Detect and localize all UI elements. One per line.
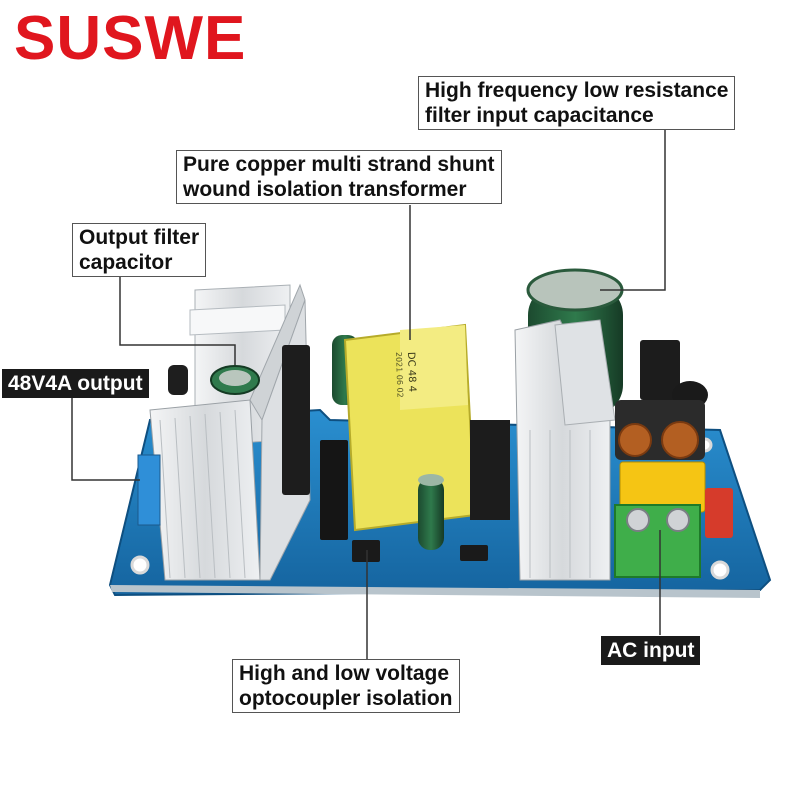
callout-ac-input: AC input bbox=[601, 636, 701, 665]
callout-line: Pure copper multi strand shunt bbox=[183, 153, 495, 176]
output-terminal bbox=[137, 454, 161, 526]
leader-input-cap bbox=[600, 130, 666, 291]
callout-output-capacitor: Output filter capacitor bbox=[72, 223, 207, 277]
callout-line: capacitor bbox=[79, 251, 173, 274]
leader-output-cap bbox=[119, 275, 236, 365]
mount-hole bbox=[130, 555, 150, 575]
small-capacitor bbox=[418, 478, 444, 550]
brand-logo: SUSWE bbox=[14, 4, 247, 73]
callout-line: optocoupler isolation bbox=[239, 687, 453, 710]
callout-line: wound isolation transformer bbox=[183, 178, 467, 201]
callout-line: Output filter bbox=[79, 226, 200, 249]
callout-optocoupler: High and low voltage optocoupler isolati… bbox=[232, 659, 460, 713]
callout-line: filter input capacitance bbox=[425, 104, 654, 127]
callout-input-capacitance: High frequency low resistance filter inp… bbox=[418, 76, 736, 130]
callout-line: High frequency low resistance bbox=[425, 79, 729, 102]
leader-output bbox=[71, 395, 140, 481]
callout-transformer: Pure copper multi strand shunt wound iso… bbox=[176, 150, 502, 204]
callout-output: 48V4A output bbox=[2, 369, 149, 398]
mount-hole bbox=[710, 560, 730, 580]
svg-text:2021 06 02: 2021 06 02 bbox=[394, 352, 405, 398]
callout-line: High and low voltage bbox=[239, 662, 450, 685]
optocoupler-chip bbox=[352, 540, 380, 562]
transformer-marking: DC 48 4 bbox=[405, 352, 417, 393]
